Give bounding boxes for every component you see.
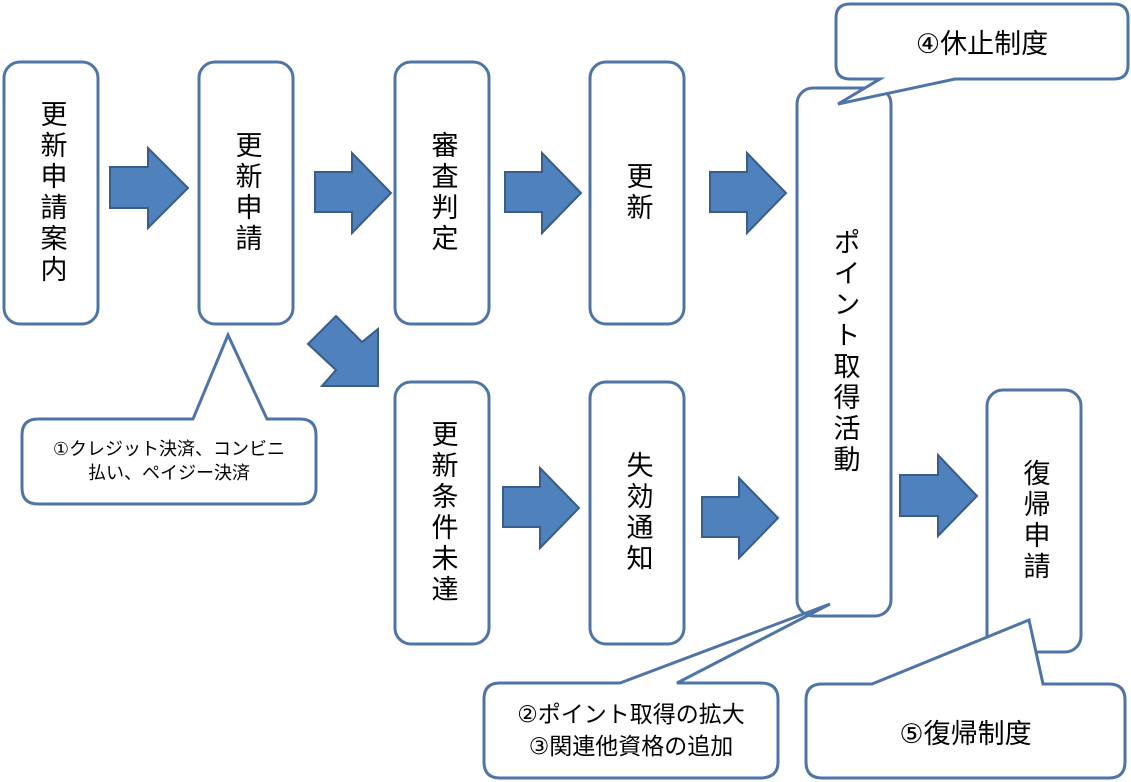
box-label-renewal-application: 更新申請 [230,131,262,255]
box-label-point-activities: ポイント取得活動 [828,228,860,476]
arrow-right-icon [502,465,581,551]
callout-line: ③関連他資格の追加 [528,733,734,760]
arrow-down-right-icon [306,314,379,387]
arrow-right-icon [899,452,979,539]
callout-line: ②ポイント取得の拡大 [517,701,745,728]
box-label-review-decision: 審査判定 [426,131,458,255]
callout-point-expansion-shape [482,602,831,780]
arrow-right-icon [709,150,788,236]
box-label-conditions-not-met: 更新条件未達 [426,420,458,606]
box-label-renewal-notice: 更新申請案内 [35,100,67,286]
callout-line: 払い、ペイジー決済 [88,462,250,484]
callout-line: ⑤復帰制度 [899,718,1032,750]
callout-reinstatement-system-shape [804,617,1127,780]
callout-line: ①クレジット決済、コンビニ [52,438,286,460]
arrow-right-icon [314,150,393,236]
callout-line: ④休止制度 [915,29,1049,60]
box-label-expiry-notice: 失効通知 [621,451,653,575]
arrow-right-icon [109,145,190,231]
box-renewal-notice [2,60,100,326]
box-conditions-not-met [393,380,491,646]
box-label-reinstatement-application: 復帰申請 [1018,459,1050,583]
callout-suspension-system-shape [834,2,1130,106]
callout-suspension-system: ④休止制度 [836,4,1128,79]
box-renewal [588,60,686,326]
box-review-decision [393,60,491,326]
callout-payment-methods-shape [20,331,318,506]
box-point-activities [795,86,893,618]
box-label-renewal: 更新 [621,162,653,224]
arrow-right-icon [504,150,583,236]
callout-point-expansion: ②ポイント取得の拡大 ③関連他資格の追加 [484,683,778,778]
callout-payment-methods: ①クレジット決済、コンビニ 払い、ペイジー決済 [22,419,316,504]
callout-reinstatement-system: ⑤復帰制度 [806,684,1125,778]
box-expiry-notice [588,380,686,646]
arrow-right-icon [701,475,780,561]
box-renewal-application [197,60,295,326]
